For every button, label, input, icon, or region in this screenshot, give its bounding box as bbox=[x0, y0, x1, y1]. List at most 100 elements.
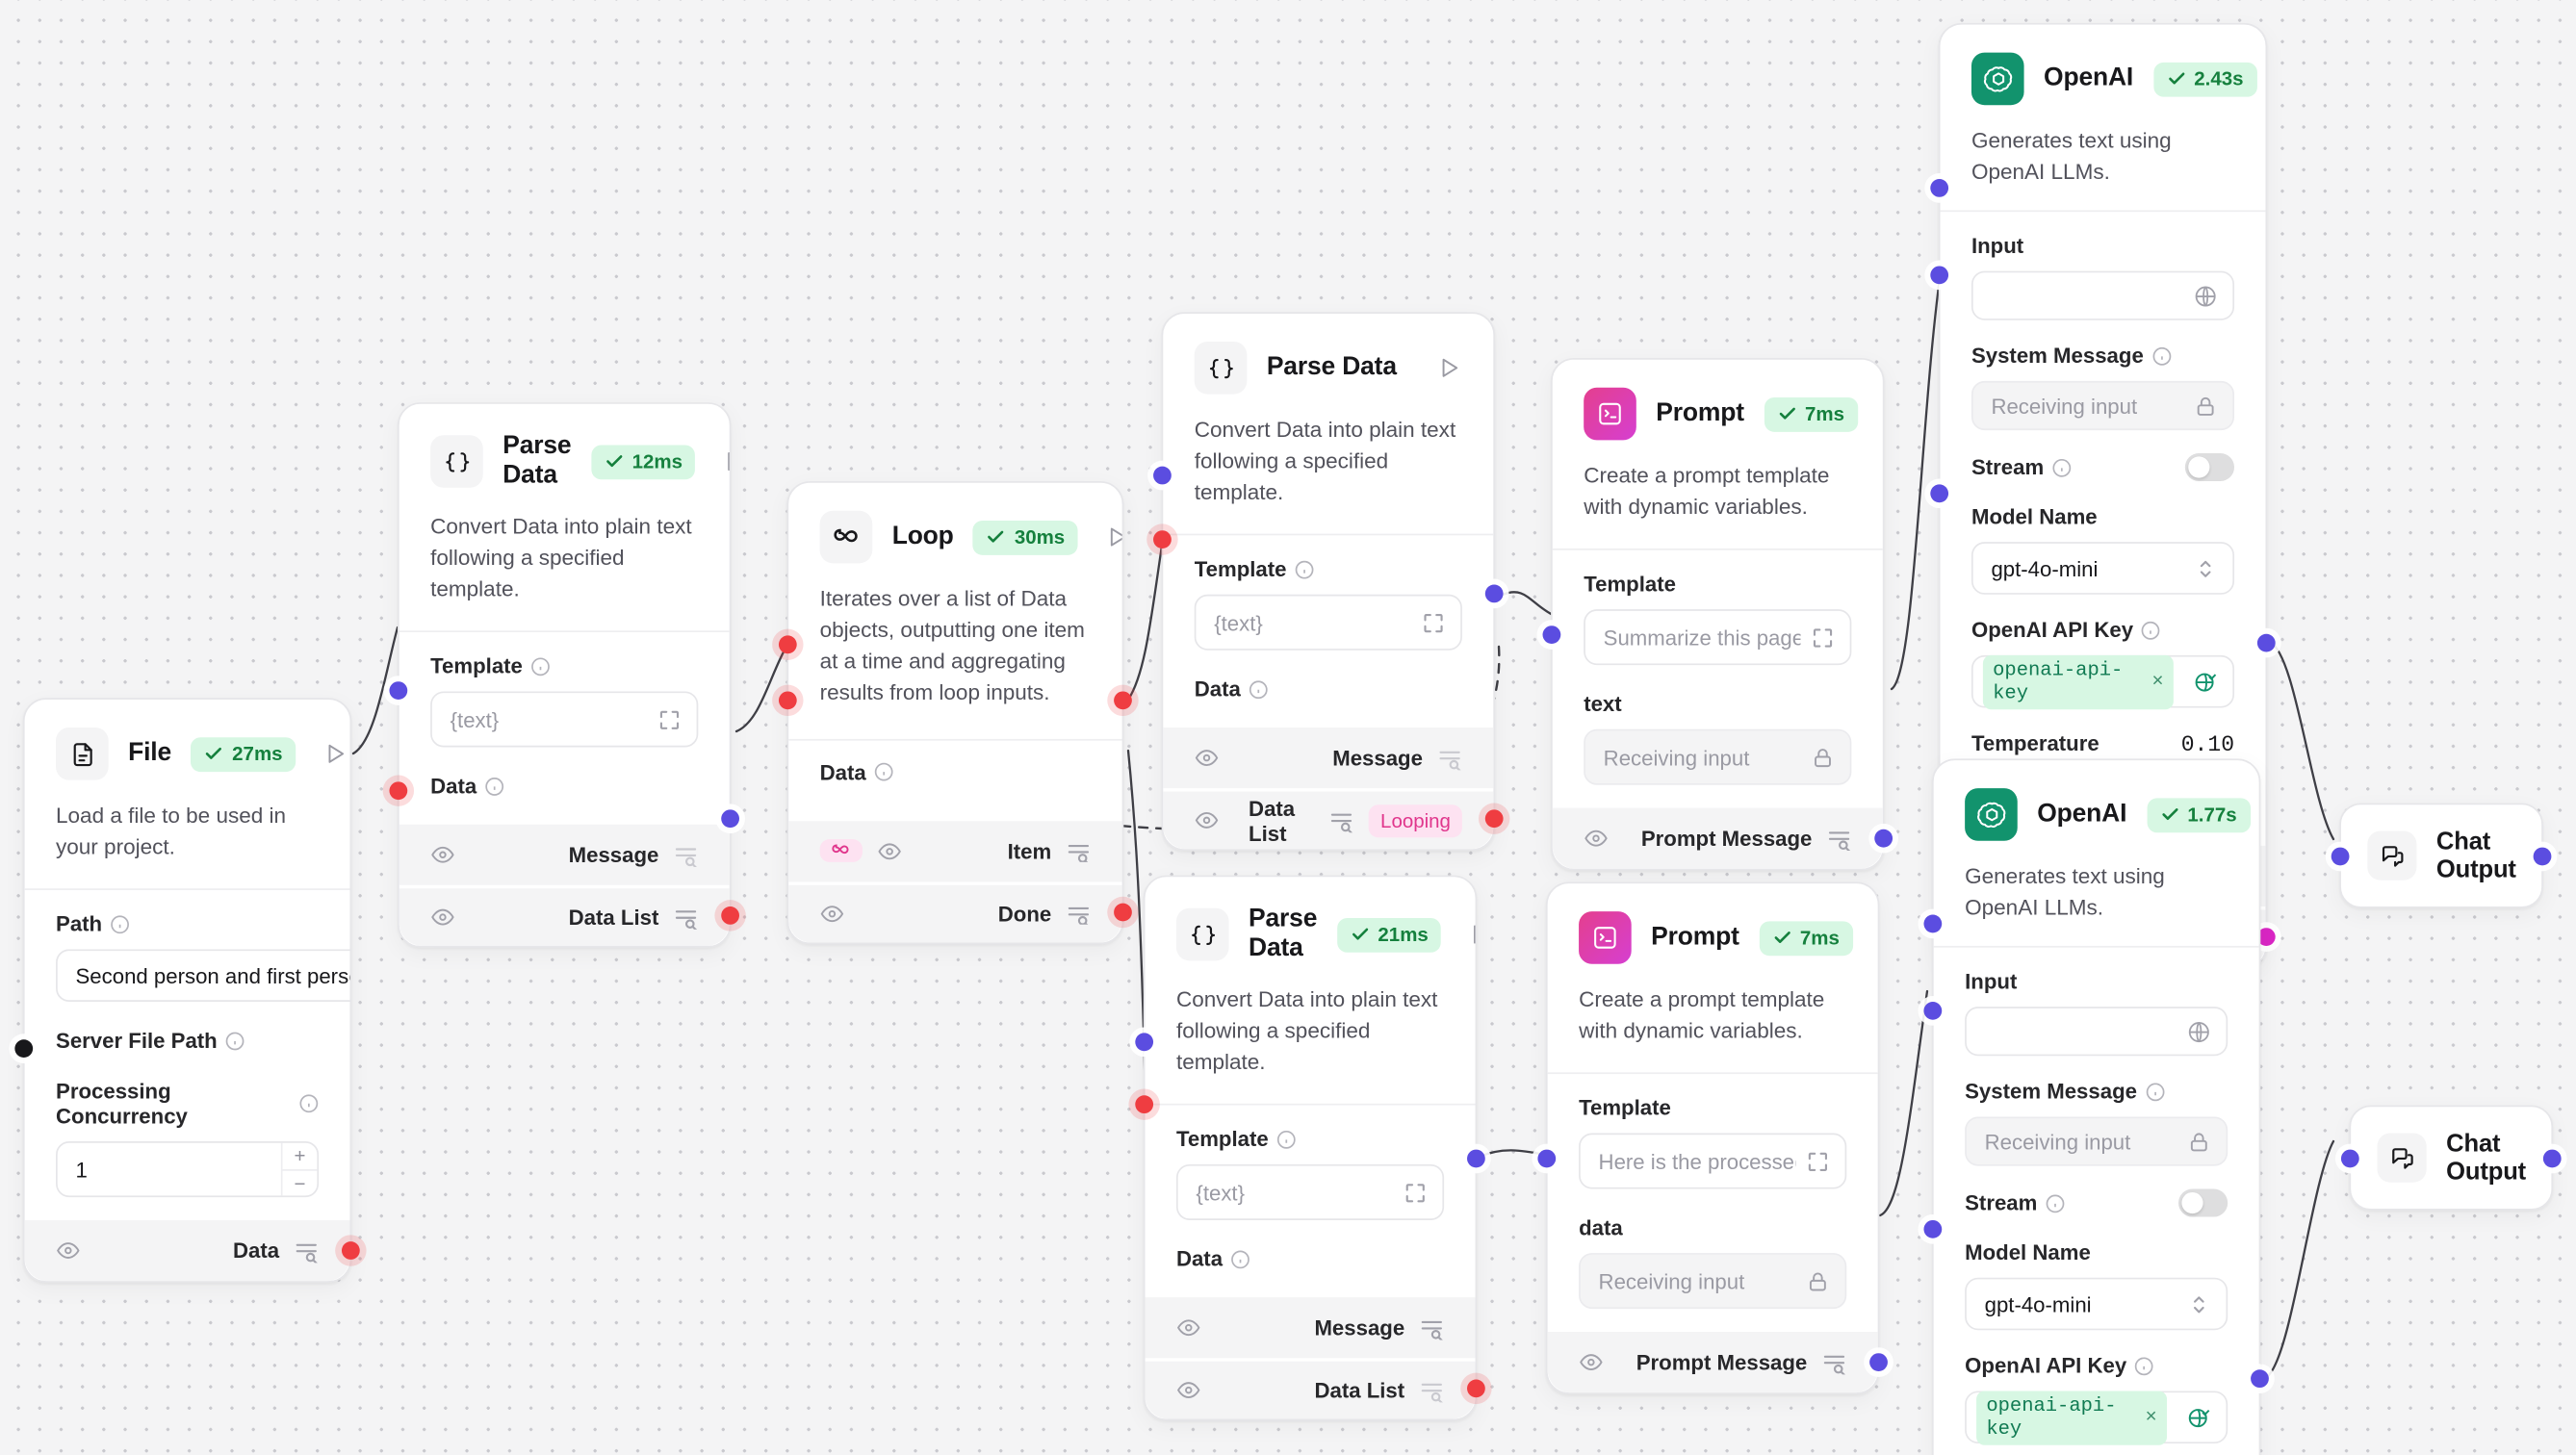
eye-icon[interactable] bbox=[1579, 1350, 1604, 1375]
output-row-done[interactable]: Done bbox=[788, 881, 1122, 942]
info-icon[interactable] bbox=[874, 762, 893, 781]
list-inspect-icon[interactable] bbox=[294, 1240, 319, 1265]
output-row-data-list[interactable]: Data List bbox=[1145, 1359, 1476, 1420]
output-row-message[interactable]: Message bbox=[1145, 1297, 1476, 1360]
model-name-select[interactable]: gpt-4o-mini bbox=[1971, 542, 2235, 596]
api-key-input[interactable]: openai-api-key × bbox=[1971, 654, 2235, 709]
info-icon[interactable] bbox=[299, 1094, 319, 1113]
eye-icon[interactable] bbox=[430, 843, 455, 868]
handle-output[interactable] bbox=[2542, 1148, 2562, 1167]
expand-icon[interactable] bbox=[1811, 625, 1836, 651]
handle-data-input[interactable] bbox=[389, 781, 408, 801]
list-inspect-icon[interactable] bbox=[1067, 840, 1092, 865]
info-icon[interactable] bbox=[485, 777, 504, 796]
api-key-chip[interactable]: openai-api-key × bbox=[1976, 1391, 2168, 1445]
input-field[interactable] bbox=[1971, 271, 2235, 321]
output-row-data[interactable]: Data bbox=[24, 1220, 350, 1282]
expand-icon[interactable] bbox=[1421, 611, 1446, 636]
stream-toggle[interactable] bbox=[2184, 453, 2235, 482]
data-variable-input[interactable]: Receiving input bbox=[1579, 1253, 1847, 1310]
handle-input[interactable] bbox=[1923, 914, 1943, 933]
list-inspect-icon[interactable] bbox=[1067, 903, 1092, 928]
handle-template-input[interactable] bbox=[1135, 1033, 1154, 1052]
output-row-item[interactable]: Item bbox=[788, 820, 1122, 881]
eye-icon[interactable] bbox=[1176, 1316, 1201, 1341]
handle-message-output[interactable] bbox=[721, 809, 739, 829]
list-inspect-icon[interactable] bbox=[674, 907, 699, 932]
node-prompt-1[interactable]: Prompt 7ms Create a prompt template with… bbox=[1542, 358, 1893, 871]
output-row-data-list[interactable]: Data List bbox=[399, 885, 730, 947]
list-inspect-icon[interactable] bbox=[674, 845, 699, 870]
expand-icon[interactable] bbox=[1403, 1181, 1428, 1206]
output-row-data-list[interactable]: Data List Looping bbox=[1163, 788, 1494, 851]
node-file[interactable]: File 27ms Load a file to be used in your… bbox=[14, 698, 360, 1284]
stream-toggle-row[interactable]: Stream bbox=[1971, 453, 2235, 482]
handle-message-output[interactable] bbox=[2256, 633, 2276, 652]
info-icon[interactable] bbox=[2142, 621, 2161, 640]
template-input[interactable]: Summarize this page content: {text} bbox=[1584, 609, 1852, 666]
eye-icon[interactable] bbox=[1195, 746, 1220, 771]
info-icon[interactable] bbox=[2151, 346, 2171, 366]
handle-message-output[interactable] bbox=[2251, 1369, 2269, 1389]
handle-message-output[interactable] bbox=[1484, 584, 1504, 603]
info-icon[interactable] bbox=[2052, 458, 2072, 477]
node-chat-output-1[interactable]: Chat Output bbox=[2331, 803, 2552, 908]
handle-item-output[interactable] bbox=[1114, 691, 1132, 710]
eye-icon[interactable] bbox=[430, 906, 455, 931]
handle-prompt-message-output[interactable] bbox=[1869, 1353, 1888, 1372]
node-parse-data-2[interactable]: Parse Data Convert Data into plain text … bbox=[1153, 312, 1504, 852]
info-icon[interactable] bbox=[1231, 1250, 1250, 1269]
globe-icon[interactable] bbox=[2187, 1019, 2212, 1044]
handle-text-input[interactable] bbox=[2331, 846, 2350, 865]
handle-text-input[interactable] bbox=[1542, 625, 1561, 644]
expand-icon[interactable] bbox=[1806, 1149, 1831, 1174]
template-input[interactable]: {text} bbox=[1194, 595, 1462, 651]
api-key-chip[interactable]: openai-api-key × bbox=[1982, 654, 2174, 709]
eye-icon[interactable] bbox=[1176, 1379, 1201, 1404]
system-message-input[interactable]: Receiving input bbox=[1971, 381, 2235, 431]
handle-output[interactable] bbox=[2533, 846, 2552, 865]
handle-api-key-input[interactable] bbox=[1930, 484, 1949, 503]
list-inspect-icon[interactable] bbox=[1822, 1352, 1847, 1377]
template-input[interactable]: {text} bbox=[430, 692, 699, 749]
node-parse-data-3[interactable]: Parse Data 21ms Convert Data into plain … bbox=[1135, 875, 1485, 1421]
run-icon[interactable] bbox=[1436, 355, 1462, 381]
node-prompt-2[interactable]: Prompt 7ms Create a prompt template with… bbox=[1537, 881, 1888, 1395]
run-icon[interactable] bbox=[322, 741, 348, 767]
output-row-prompt-message[interactable]: Prompt Message bbox=[1547, 1332, 1878, 1393]
handle-done-output[interactable] bbox=[1114, 902, 1132, 921]
run-icon[interactable] bbox=[722, 448, 730, 474]
run-icon[interactable] bbox=[1104, 523, 1122, 549]
handle-template-input[interactable] bbox=[1153, 466, 1172, 485]
api-key-input[interactable]: openai-api-key × bbox=[1965, 1391, 2228, 1445]
node-openai-2[interactable]: OpenAI 1.77s Generates text using OpenAI… bbox=[1923, 758, 2269, 1455]
list-inspect-icon[interactable] bbox=[1420, 1380, 1445, 1405]
stepper-decrement[interactable]: − bbox=[294, 1171, 306, 1195]
info-icon[interactable] bbox=[1276, 1130, 1296, 1149]
close-icon[interactable]: × bbox=[2151, 670, 2164, 694]
handle-template-input[interactable] bbox=[389, 681, 408, 700]
handle-data-input[interactable] bbox=[1537, 1149, 1557, 1168]
path-input-group[interactable]: Second person and first perso... bbox=[56, 949, 350, 1003]
handle-language-model-output[interactable] bbox=[2256, 928, 2276, 947]
input-field[interactable] bbox=[1965, 1007, 2228, 1057]
eye-icon[interactable] bbox=[1584, 827, 1609, 852]
close-icon[interactable]: × bbox=[2145, 1406, 2157, 1430]
eye-icon[interactable] bbox=[820, 901, 845, 926]
list-inspect-icon[interactable] bbox=[1437, 748, 1462, 773]
handle-loop-input[interactable] bbox=[778, 691, 797, 710]
handle-system-message-input[interactable] bbox=[1930, 266, 1949, 285]
handle-message-output[interactable] bbox=[1467, 1149, 1485, 1168]
eye-icon[interactable] bbox=[1195, 808, 1220, 833]
list-inspect-icon[interactable] bbox=[1329, 810, 1354, 835]
model-name-select[interactable]: gpt-4o-mini bbox=[1965, 1278, 2228, 1331]
handle-input[interactable] bbox=[1930, 179, 1949, 197]
handle-prompt-message-output[interactable] bbox=[1874, 830, 1893, 849]
info-icon[interactable] bbox=[111, 914, 130, 933]
output-row-prompt-message[interactable]: Prompt Message bbox=[1552, 808, 1883, 870]
expand-icon[interactable] bbox=[657, 707, 683, 732]
info-icon[interactable] bbox=[2135, 1356, 2154, 1375]
concurrency-stepper[interactable]: 1 + − bbox=[56, 1141, 320, 1198]
eye-icon[interactable] bbox=[877, 838, 902, 863]
